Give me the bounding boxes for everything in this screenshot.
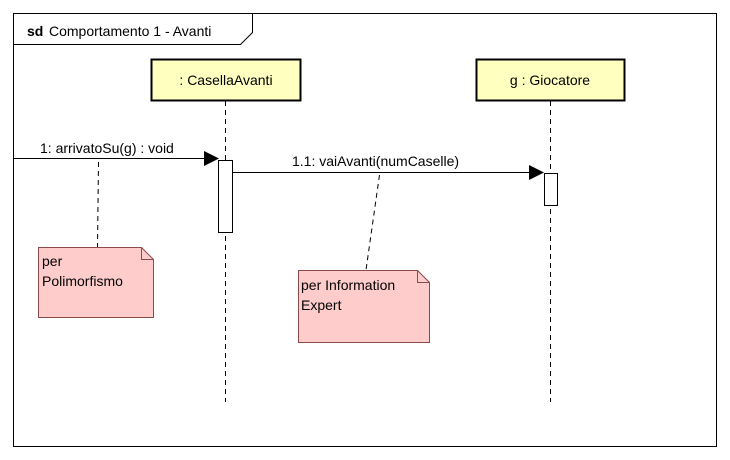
note-information-expert: per Information Expert [298, 174, 430, 343]
note-information-expert-line-1: per Information [301, 277, 395, 293]
message-vai-avanti: 1.1: vaiAvanti(numCaselle) [232, 153, 544, 180]
lifeline-casella-avanti: : CasellaAvanti [150, 58, 302, 402]
frame-tab [13, 13, 253, 45]
note-information-expert-line-2: Expert [301, 297, 342, 313]
message-arrivato-su: 1: arrivatoSu(g) : void [13, 140, 219, 166]
lifeline-casella-avanti-head [150, 58, 302, 102]
note-polimorfismo-connector [97, 161, 99, 248]
message-vai-avanti-label: 1.1: vaiAvanti(numCaselle) [292, 153, 459, 169]
activation-bar-giocatore [544, 173, 558, 206]
lifeline-giocatore-label: g : Giocatore [510, 72, 590, 88]
note-information-expert-connector [365, 174, 380, 271]
note-polimorfismo-body [38, 247, 154, 318]
lifeline-giocatore-head [475, 58, 626, 102]
message-arrivato-su-label: 1: arrivatoSu(g) : void [40, 140, 174, 156]
note-information-expert-body [298, 270, 430, 343]
note-polimorfismo-line-2: Polimorfismo [42, 273, 123, 289]
lifeline-giocatore: g : Giocatore [475, 58, 626, 402]
note-information-expert-fold [417, 270, 430, 283]
activation-bar-casella-avanti [218, 160, 233, 233]
diagram-frame: sd Comportamento 1 - Avanti [13, 13, 717, 447]
frame-border [13, 13, 717, 447]
note-polimorfismo-line-1: per [42, 253, 63, 269]
frame-keyword: sd [27, 23, 43, 39]
lifeline-casella-avanti-label: : CasellaAvanti [179, 72, 272, 88]
message-arrivato-su-arrowhead [204, 151, 219, 166]
message-vai-avanti-arrowhead [529, 165, 544, 180]
frame-title: Comportamento 1 - Avanti [49, 23, 211, 39]
note-polimorfismo-fold [141, 247, 154, 260]
note-polimorfismo: per Polimorfismo [38, 161, 154, 318]
